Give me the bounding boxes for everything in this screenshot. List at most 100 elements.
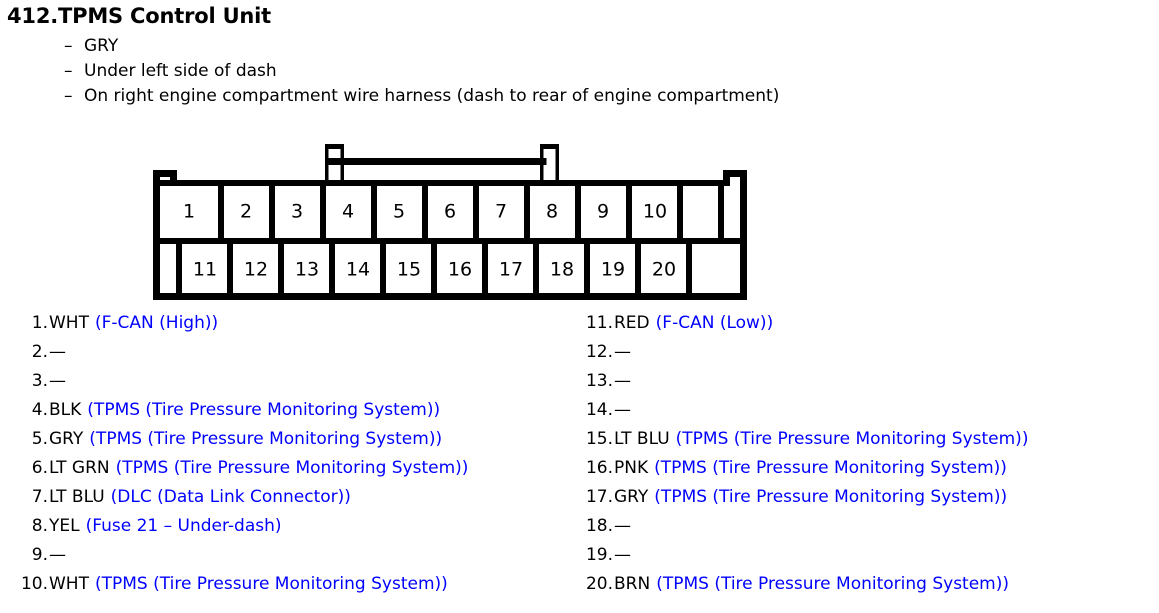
connector-latch bbox=[325, 144, 559, 180]
pin-number: 9 bbox=[597, 201, 609, 223]
pin-index: 2. bbox=[31, 342, 48, 362]
pin-number: 11 bbox=[193, 259, 217, 281]
pin-wire-color: YEL bbox=[49, 516, 80, 536]
pin-wire-color: RED bbox=[614, 313, 650, 333]
notes-list: – GRY – Under left side of dash – On rig… bbox=[64, 36, 779, 111]
pin-number: 7 bbox=[495, 201, 507, 223]
pin-number: 17 bbox=[499, 259, 523, 281]
pin-index: 16. bbox=[585, 458, 613, 478]
pin-description: (TPMS (Tire Pressure Monitoring System)) bbox=[656, 574, 1009, 594]
pin-wire-color: WHT bbox=[49, 313, 89, 333]
connector-top-row-dividers bbox=[153, 180, 747, 244]
pin-index: 17. bbox=[585, 487, 613, 507]
pin-index: 8. bbox=[31, 516, 48, 536]
pin-description: (TPMS (Tire Pressure Monitoring System)) bbox=[94, 574, 448, 594]
pin-number: 19 bbox=[601, 259, 625, 281]
pin-wire-color: — bbox=[614, 545, 631, 565]
pin-wire-color: GRY bbox=[614, 487, 649, 507]
pin-index: 9. bbox=[31, 545, 48, 565]
pin-number: 20 bbox=[652, 259, 676, 281]
pin-number: 10 bbox=[643, 201, 667, 223]
pin-description: (TPMS (Tire Pressure Monitoring System)) bbox=[89, 429, 443, 449]
connector-shell bbox=[153, 170, 747, 300]
pin-index: 15. bbox=[585, 429, 613, 449]
pin-description: (F-CAN (Low)) bbox=[655, 313, 774, 333]
pin-number: 13 bbox=[295, 259, 319, 281]
pin-list-item: 7. LT BLU (DLC (Data Link Connector)) bbox=[18, 487, 468, 516]
note-item: – On right engine compartment wire harne… bbox=[64, 86, 779, 111]
pin-list-item: 14. — bbox=[583, 400, 1028, 429]
pin-list-item: 1. WHT (F-CAN (High)) bbox=[18, 313, 468, 342]
pin-wire-color: — bbox=[49, 545, 66, 565]
pin-list-item: 8. YEL (Fuse 21 – Under-dash) bbox=[18, 516, 468, 545]
note-text: GRY bbox=[84, 36, 119, 56]
pin-list-item: 3. — bbox=[18, 371, 468, 400]
pin-list-left: 1. WHT (F-CAN (High)) 2. — 3. — 4. BLK (… bbox=[18, 313, 468, 603]
pin-list-right: 11. RED (F-CAN (Low)) 12. — 13. — 14. — … bbox=[583, 313, 1029, 603]
pin-list-item: 16. PNK (TPMS (Tire Pressure Monitoring … bbox=[583, 458, 1028, 487]
pin-description: (Fuse 21 – Under-dash) bbox=[85, 516, 282, 536]
pin-description: (TPMS (Tire Pressure Monitoring System)) bbox=[654, 458, 1007, 478]
pin-index: 4. bbox=[31, 400, 48, 420]
pin-number: 5 bbox=[393, 201, 405, 223]
pin-description: (F-CAN (High)) bbox=[94, 313, 219, 333]
note-text: Under left side of dash bbox=[84, 61, 277, 81]
pin-wire-color: GRY bbox=[49, 429, 84, 449]
pin-wire-color: — bbox=[614, 516, 631, 536]
pin-wire-color: PNK bbox=[614, 458, 649, 478]
dash-bullet-icon: – bbox=[64, 86, 73, 106]
dash-bullet-icon: – bbox=[64, 61, 73, 81]
pin-index: 12. bbox=[585, 342, 613, 362]
pin-list-item: 5. GRY (TPMS (Tire Pressure Monitoring S… bbox=[18, 429, 468, 458]
pin-wire-color: BLK bbox=[49, 400, 82, 420]
pin-list-item: 12. — bbox=[583, 342, 1028, 371]
pin-wire-color: LT BLU bbox=[49, 487, 105, 507]
pin-number: 15 bbox=[397, 259, 421, 281]
pin-index: 5. bbox=[31, 429, 48, 449]
connector-bottom-row-dividers bbox=[176, 242, 692, 296]
pin-description: (TPMS (Tire Pressure Monitoring System)) bbox=[87, 400, 441, 420]
dash-bullet-icon: – bbox=[64, 36, 73, 56]
pin-description: (TPMS (Tire Pressure Monitoring System)) bbox=[115, 458, 469, 478]
pin-index: 1. bbox=[31, 313, 48, 333]
pin-list-item: 10. WHT (TPMS (Tire Pressure Monitoring … bbox=[18, 574, 468, 603]
pin-wire-color: LT BLU bbox=[614, 429, 670, 449]
pin-wire-color: — bbox=[614, 371, 631, 391]
pin-list-item: 13. — bbox=[583, 371, 1028, 400]
pin-list-item: 2. — bbox=[18, 342, 468, 371]
pin-wire-color: — bbox=[614, 342, 631, 362]
note-item: – Under left side of dash bbox=[64, 61, 779, 86]
pin-wire-color: — bbox=[49, 342, 66, 362]
note-text: On right engine compartment wire harness… bbox=[84, 86, 780, 106]
pin-list-item: 17. GRY (TPMS (Tire Pressure Monitoring … bbox=[583, 487, 1028, 516]
pin-list-item: 18. — bbox=[583, 516, 1028, 545]
pin-index: 20. bbox=[585, 574, 613, 594]
pin-index: 19. bbox=[585, 545, 613, 565]
pin-number: 14 bbox=[346, 259, 370, 281]
pin-description: (TPMS (Tire Pressure Monitoring System)) bbox=[675, 429, 1029, 449]
pin-index: 6. bbox=[31, 458, 48, 478]
pin-number: 16 bbox=[448, 259, 472, 281]
pin-wire-color: LT GRN bbox=[49, 458, 110, 478]
pin-number: 4 bbox=[342, 201, 354, 223]
pin-wire-color: WHT bbox=[49, 574, 89, 594]
pin-list-item: 15. LT BLU (TPMS (Tire Pressure Monitori… bbox=[583, 429, 1029, 458]
pin-number: 12 bbox=[244, 259, 268, 281]
pin-wire-color: — bbox=[614, 400, 631, 420]
pin-number: 8 bbox=[546, 201, 558, 223]
connector-top-row-numbers: 1 2 3 4 5 6 7 8 9 10 bbox=[183, 201, 667, 223]
page-title: 412.TPMS Control Unit bbox=[7, 4, 272, 28]
pin-index: 10. bbox=[20, 574, 48, 594]
connector-diagram: 1 2 3 4 5 6 7 8 9 10 11 12 13 14 15 16 1… bbox=[152, 140, 748, 302]
pin-wire-color: BRN bbox=[614, 574, 651, 594]
pin-index: 3. bbox=[31, 371, 48, 391]
pin-number: 2 bbox=[240, 201, 252, 223]
pin-number: 3 bbox=[291, 201, 303, 223]
pin-index: 11. bbox=[585, 313, 613, 333]
pin-description: (DLC (Data Link Connector)) bbox=[110, 487, 351, 507]
pin-wire-color: — bbox=[49, 371, 66, 391]
connector-bottom-row-numbers: 11 12 13 14 15 16 17 18 19 20 bbox=[193, 259, 676, 281]
pin-list-item: 19. — bbox=[583, 545, 1028, 574]
pin-number: 6 bbox=[444, 201, 456, 223]
pin-list-item: 20. BRN (TPMS (Tire Pressure Monitoring … bbox=[583, 574, 1028, 603]
